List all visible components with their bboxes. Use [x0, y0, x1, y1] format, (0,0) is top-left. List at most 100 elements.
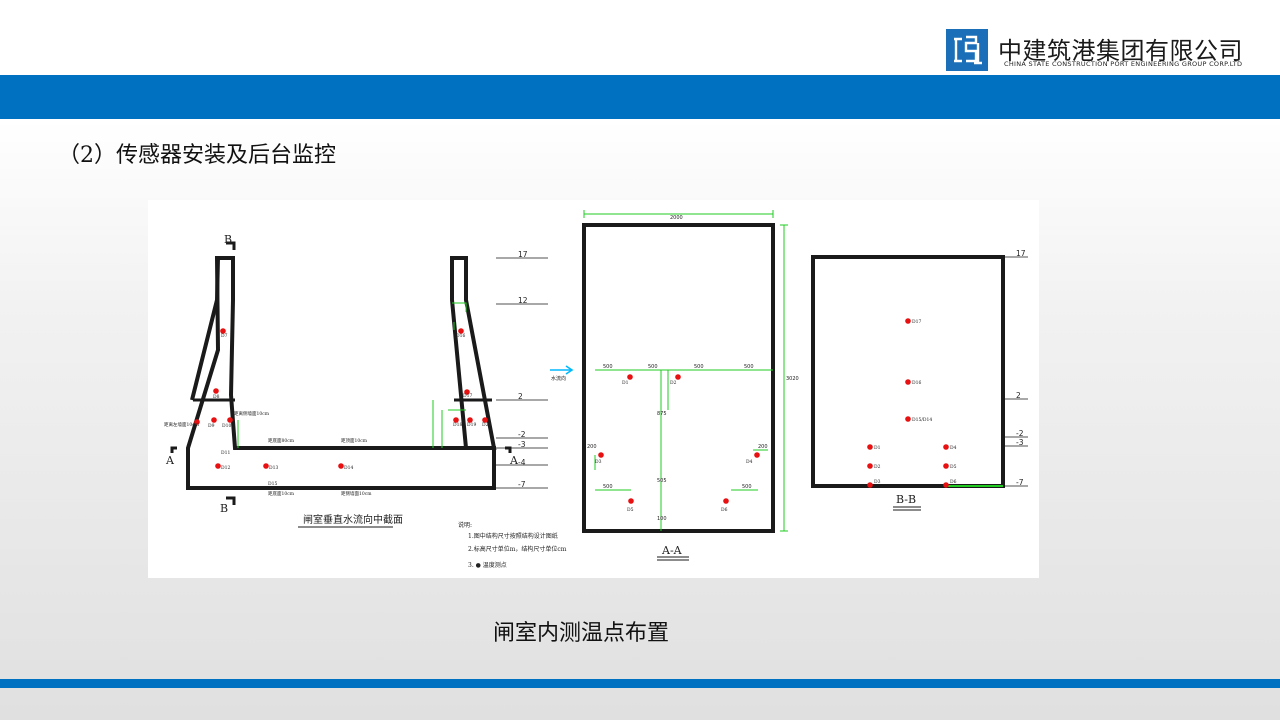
label-d19: D19: [467, 422, 476, 428]
aa-dim-7: 500: [603, 484, 613, 490]
point-d18: [467, 417, 473, 423]
cut-mark-labels: B B A A: [165, 233, 519, 515]
main-section-small-labels: D7 D8 距离左墙面10cm D9 D10 距离侧墙面10cm 距底面80cm…: [164, 333, 491, 497]
section-aa-frame: [582, 223, 775, 533]
note-1: 1.图中结构尺寸按照结构设计图纸: [468, 532, 558, 540]
bb-label-d17: D17: [912, 319, 921, 325]
bb-elev-17: 17: [1016, 249, 1026, 258]
bb-point-d4: [943, 444, 949, 450]
label-d13: D13: [269, 465, 278, 471]
label-d18: D18: [453, 422, 462, 428]
point-d15: [458, 328, 464, 334]
bb-label-d2: D2: [874, 464, 881, 470]
aa-label-5: D5: [627, 507, 634, 513]
bb-elev-m3: -3: [1016, 438, 1024, 447]
elev-12: 12: [518, 296, 528, 305]
aa-label-4: D4: [746, 459, 753, 465]
bb-point-d2: [867, 463, 873, 469]
flow-label: 水流向: [551, 375, 566, 382]
drawing-svg: D7 D8 距离左墙面10cm D9 D10 距离侧墙面10cm 距底面80cm…: [164, 210, 1028, 569]
point-d16: [464, 389, 470, 395]
section-aa-dim-labels: 2000 3020 500 500 500 500 200 200 500 50…: [587, 215, 799, 522]
figure-caption: 闸室内测温点布置: [492, 621, 669, 646]
section-aa-labels: D1 D2 D3 D4 D5 D6: [595, 380, 753, 513]
elev-17: 17: [518, 250, 528, 259]
bb-point-d16: [905, 379, 911, 385]
elev-m3: -3: [518, 440, 526, 449]
bb-point-d3: [867, 482, 873, 488]
label-d8: D8: [213, 394, 220, 400]
aa-point-1: [627, 374, 633, 380]
section-aa-title: A-A: [661, 544, 683, 557]
main-section-points: [194, 328, 488, 469]
point-d10: [211, 417, 217, 423]
aa-point-5: [628, 498, 634, 504]
elev-m4: -4: [518, 458, 526, 467]
notes-title: 说明:: [458, 521, 472, 529]
point-d14: [338, 463, 344, 469]
elevation-labels: 17 12 2 -2 -3 -4 -7: [518, 250, 528, 489]
section-aa-points: [598, 374, 760, 504]
section-aa-dims: [583, 210, 788, 532]
label-d17: D17: [463, 393, 472, 399]
aa-label-2: D2: [670, 380, 677, 386]
flow-arrow: [550, 365, 574, 375]
bb-point-d17: [905, 318, 911, 324]
main-section-title: 闸室垂直水流向中截面: [303, 513, 403, 526]
aa-dim-10: 505: [657, 478, 667, 484]
section-bb-title: B-B: [896, 493, 916, 506]
label-bottom-10: 距底面10cm: [268, 490, 295, 497]
engineering-drawing: D7 D8 距离左墙面10cm D9 D10 距离侧墙面10cm 距底面80cm…: [148, 200, 1039, 578]
bb-label-d3: D3: [874, 479, 881, 485]
cscec-logo-icon: [946, 29, 988, 71]
point-d7: [220, 328, 226, 334]
label-side-10: 距侧墙面10cm: [341, 490, 372, 497]
company-name-en: CHINA STATE CONSTRUCTION PORT ENGINEERIN…: [1004, 60, 1243, 68]
aa-dim-6: 200: [758, 444, 768, 450]
cut-b-bottom: B: [220, 502, 228, 515]
aa-point-2: [675, 374, 681, 380]
note-2: 2.标高尺寸单位m，结构尺寸单位cm: [468, 545, 567, 553]
aa-height: 3020: [786, 376, 799, 382]
elev-2: 2: [518, 392, 523, 401]
point-d19: [482, 417, 488, 423]
aa-label-1: D1: [622, 380, 629, 386]
main-section-structure: [186, 256, 497, 490]
section-bb-points: [867, 318, 949, 488]
label-d14: D14: [344, 465, 353, 471]
label-top-10: 距顶面10cm: [341, 438, 368, 444]
bb-point-d15: [905, 416, 911, 422]
aa-dim-3: 500: [694, 364, 704, 370]
bb-label-d15: D15/D14: [912, 417, 932, 423]
elev-m7: -7: [518, 480, 526, 489]
bb-label-d16: D16: [912, 380, 921, 386]
label-d20: D20: [482, 422, 491, 428]
bb-point-d1: [867, 444, 873, 450]
header-band: [0, 75, 1280, 119]
bb-label-d1: D1: [874, 445, 881, 451]
aa-dim-2: 500: [648, 364, 658, 370]
label-d7: D7: [221, 333, 228, 339]
aa-point-6: [723, 498, 729, 504]
cut-b-top: B: [224, 233, 232, 246]
label-d12: D12: [221, 465, 230, 471]
company-name-cn: 中建筑港集团有限公司: [998, 37, 1243, 65]
bb-label-d6: D6: [950, 479, 957, 485]
cut-a-left: A: [165, 454, 175, 467]
aa-dim-4: 500: [744, 364, 754, 370]
drawing-notes: 说明: 1.图中结构尺寸按照结构设计图纸 2.标高尺寸单位m，结构尺寸单位cm …: [458, 521, 567, 569]
elevation-marks: [496, 257, 548, 489]
cut-a-right: A: [509, 454, 519, 467]
main-section-dims: [237, 302, 467, 448]
label-d10: D10: [222, 423, 231, 429]
aa-label-6: D6: [721, 507, 728, 513]
label-bottom-80: 距底面80cm: [268, 437, 295, 444]
point-d13: [263, 463, 269, 469]
label-left-wall: 距离左墙面10cm: [164, 421, 200, 428]
bb-label-d4: D4: [950, 445, 957, 451]
bb-point-d5: [943, 463, 949, 469]
bb-label-d5: D5: [950, 464, 957, 470]
bb-elevation-marks: [1005, 256, 1028, 487]
aa-dim-8: 500: [742, 484, 752, 490]
aa-width: 2000: [670, 215, 683, 221]
